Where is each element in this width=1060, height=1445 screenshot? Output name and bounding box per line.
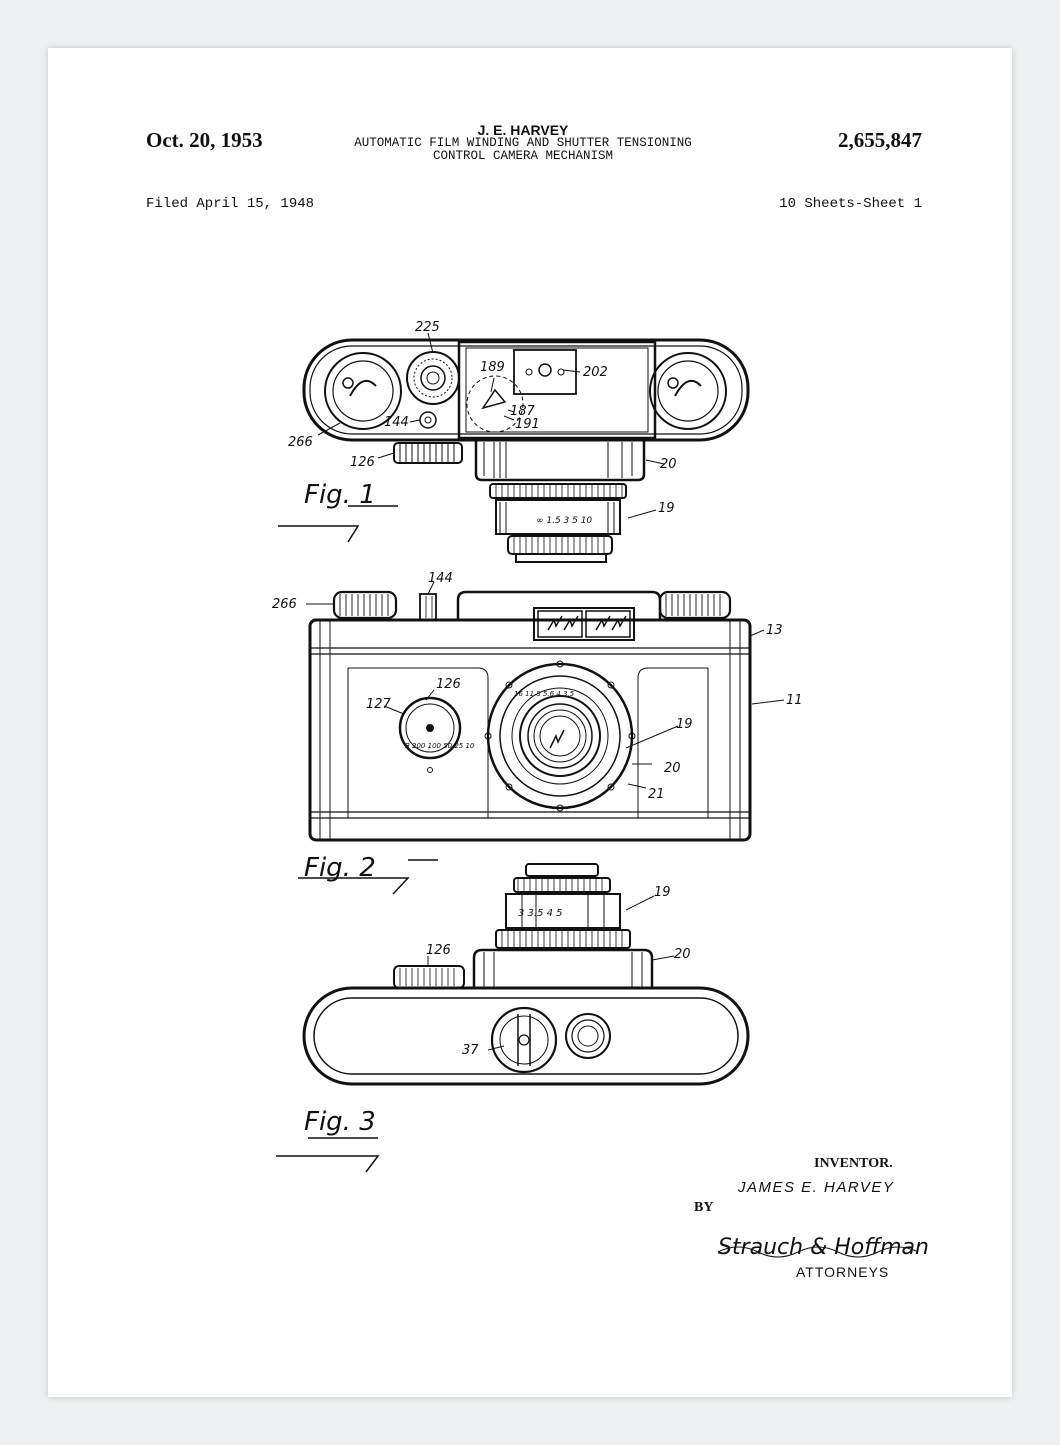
label-21: 21	[648, 787, 665, 802]
label-266-fig2: 266	[272, 597, 297, 612]
camera-patent-drawing: 225 189 202 187 191 144 266 126 20 19 ∞ …	[272, 320, 919, 1258]
label-187: 187	[510, 404, 536, 419]
attorney-signature: Strauch & Hoffman	[718, 1235, 929, 1260]
fig2-aperture-marks: 16 11 8 5.6 4 3.5	[514, 690, 575, 698]
label-20-fig3: 20	[674, 947, 691, 962]
label-126-fig1: 126	[350, 455, 375, 470]
label-126-fig3: 126	[426, 943, 451, 958]
sheet-count: 10 Sheets-Sheet 1	[779, 196, 922, 212]
label-19-fig3: 19	[654, 885, 671, 900]
filed-date: Filed April 15, 1948	[146, 196, 315, 212]
label-144-fig1: 144	[384, 415, 409, 430]
label-20-fig1: 20	[660, 457, 677, 472]
inventor-heading: J. E. HARVEY	[477, 122, 569, 138]
patent-date: Oct. 20, 1953	[146, 128, 263, 152]
fig2-caption: Fig. 2	[304, 853, 376, 883]
patent-number: 2,655,847	[838, 128, 922, 152]
label-20-fig2: 20	[664, 761, 681, 776]
patent-title-block: J. E. HARVEY AUTOMATIC FILM WINDING AND …	[298, 122, 748, 163]
label-189: 189	[480, 360, 505, 375]
fig3-caption: Fig. 3	[304, 1107, 376, 1137]
title-line-2: CONTROL CAMERA MECHANISM	[432, 149, 614, 163]
label-126-fig2: 126	[436, 677, 461, 692]
label-11: 11	[786, 693, 803, 708]
attorneys-firm: Strauch & Hoffman	[718, 1235, 929, 1260]
fig2-shutter-speeds: B 200 100 50 25 10	[405, 742, 475, 750]
label-225: 225	[415, 320, 440, 335]
inventor-label: INVENTOR.	[814, 1156, 893, 1171]
by-label: BY	[694, 1200, 714, 1215]
fig1-lens-marks: ∞ 1.5 3 5 10	[536, 516, 592, 526]
patent-sheet: Oct. 20, 1953 J. E. HARVEY AUTOMATIC FIL…	[48, 48, 1012, 1397]
inventor-name: JAMES E. HARVEY	[738, 1179, 895, 1196]
label-144-fig2: 144	[428, 571, 453, 586]
label-19-fig2: 19	[676, 717, 693, 732]
label-191: 191	[515, 417, 540, 432]
fig1-top-view	[278, 332, 750, 563]
label-266-fig1: 266	[288, 435, 313, 450]
label-127: 127	[366, 697, 392, 712]
label-19-fig1: 19	[658, 501, 675, 516]
fig3-lens-marks: 3 3.5 4 5	[518, 908, 563, 919]
label-37: 37	[462, 1043, 479, 1058]
fig3-bottom-view	[276, 863, 750, 1173]
signature-flourish	[717, 1246, 919, 1258]
label-13: 13	[766, 623, 783, 638]
fig1-caption: Fig. 1	[304, 480, 376, 510]
fig2-front-view	[298, 581, 785, 895]
label-202: 202	[583, 365, 608, 380]
title-line-1: AUTOMATIC FILM WINDING AND SHUTTER TENSI…	[354, 136, 692, 150]
attorneys-label: ATTORNEYS	[796, 1264, 890, 1280]
